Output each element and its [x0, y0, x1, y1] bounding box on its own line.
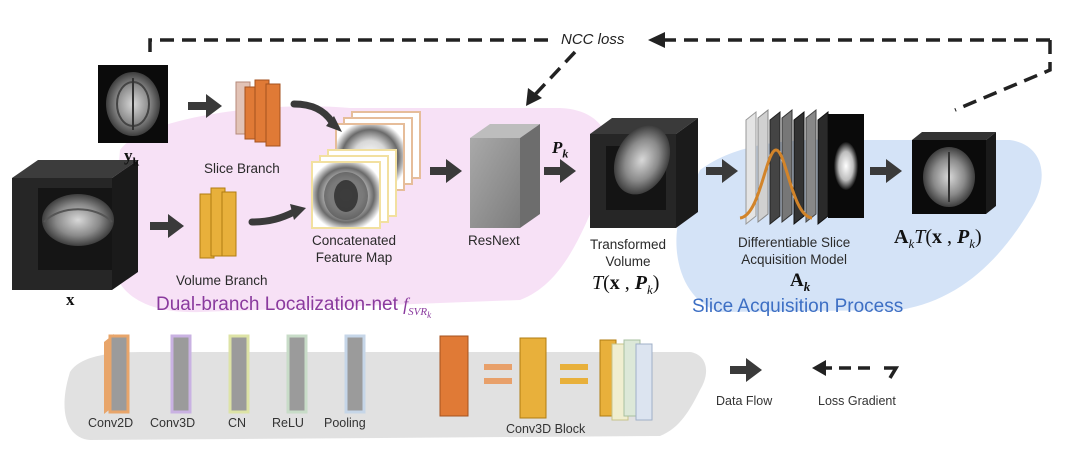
slice-branch-layers — [235, 79, 281, 147]
legend-loss-gradient-label: Loss Gradient — [818, 394, 896, 408]
slice-acquisition-stack — [739, 108, 864, 226]
legend-layer-swatches — [104, 334, 366, 414]
slice-input-label: yk — [124, 146, 140, 169]
slice-acquisition-title: Slice Acquisition Process — [692, 296, 904, 317]
legend-conv3d-block — [439, 335, 653, 421]
arrow-feature-to-resnext — [430, 159, 462, 183]
gaussian-psf-curve — [739, 148, 813, 220]
data-flow-arrows — [150, 94, 902, 382]
output-formula: AkT(x , Pk) — [894, 226, 982, 251]
resnext-cube — [470, 124, 540, 228]
legend-cn-label: CN — [228, 416, 247, 430]
slice-branch-label: Slice Branch — [204, 161, 280, 176]
feature-map-label: Concatenated Feature Map — [312, 233, 397, 265]
arrow-resnext-to-volume — [544, 159, 576, 183]
arrow-volume-branch-to-feature — [248, 208, 298, 226]
loss-path-top-left — [148, 38, 570, 58]
curved-arrows — [248, 100, 336, 226]
volume-input-label: x — [66, 290, 75, 309]
acquisition-model-label: Differentiable Slice Acquisition Model — [738, 235, 851, 267]
arrow-slice-to-branch — [188, 94, 222, 118]
legend-data-flow-label: Data Flow — [716, 394, 773, 408]
volume-branch-label: Volume Branch — [176, 273, 268, 288]
legend-loss-gradient-head — [812, 360, 826, 376]
arrow-volume-to-branch — [150, 214, 184, 238]
transformed-volume-formula: T(x , Pk) — [592, 272, 660, 297]
input-volume-cube — [12, 160, 138, 290]
ncc-loss-path — [148, 38, 1052, 112]
input-slice-image — [98, 65, 168, 143]
legend-pooling-label: Pooling — [324, 416, 366, 430]
arrow-slice-branch-to-feature — [290, 100, 336, 126]
loss-path-to-resnext — [528, 50, 577, 102]
legend-conv3d-label: Conv3D — [150, 416, 196, 430]
resnext-label: ResNext — [468, 233, 520, 248]
transformed-volume-label: Transformed Volume — [590, 237, 667, 269]
acquired-slice-blob — [834, 142, 858, 190]
arrow-acquisition-to-output — [870, 159, 902, 183]
ncc-loss-label: NCC loss — [556, 31, 630, 48]
concatenated-feature-map — [311, 111, 421, 229]
arrow-volume-to-acquisition — [706, 159, 738, 183]
localization-net-title: Dual-branch Localization-net fSVRk — [156, 294, 432, 320]
legend-conv3d-block-label: Conv3D Block — [506, 422, 586, 436]
loss-path-right — [954, 40, 1052, 112]
legend-data-flow-arrow — [730, 358, 762, 382]
legend-loss-gradient-arrow — [820, 366, 900, 379]
ncc-loss-arrowheads — [526, 32, 665, 106]
legend-conv2d-label: Conv2D — [88, 416, 134, 430]
pose-label: Pk — [552, 138, 569, 161]
transformed-volume-cube — [590, 118, 698, 228]
curved-arrow-heads — [290, 116, 342, 220]
legend-relu-label: ReLU — [272, 416, 304, 430]
acquisition-symbol: Ak — [790, 270, 811, 294]
output-slice-image — [912, 132, 996, 214]
volume-branch-layers — [199, 187, 237, 259]
